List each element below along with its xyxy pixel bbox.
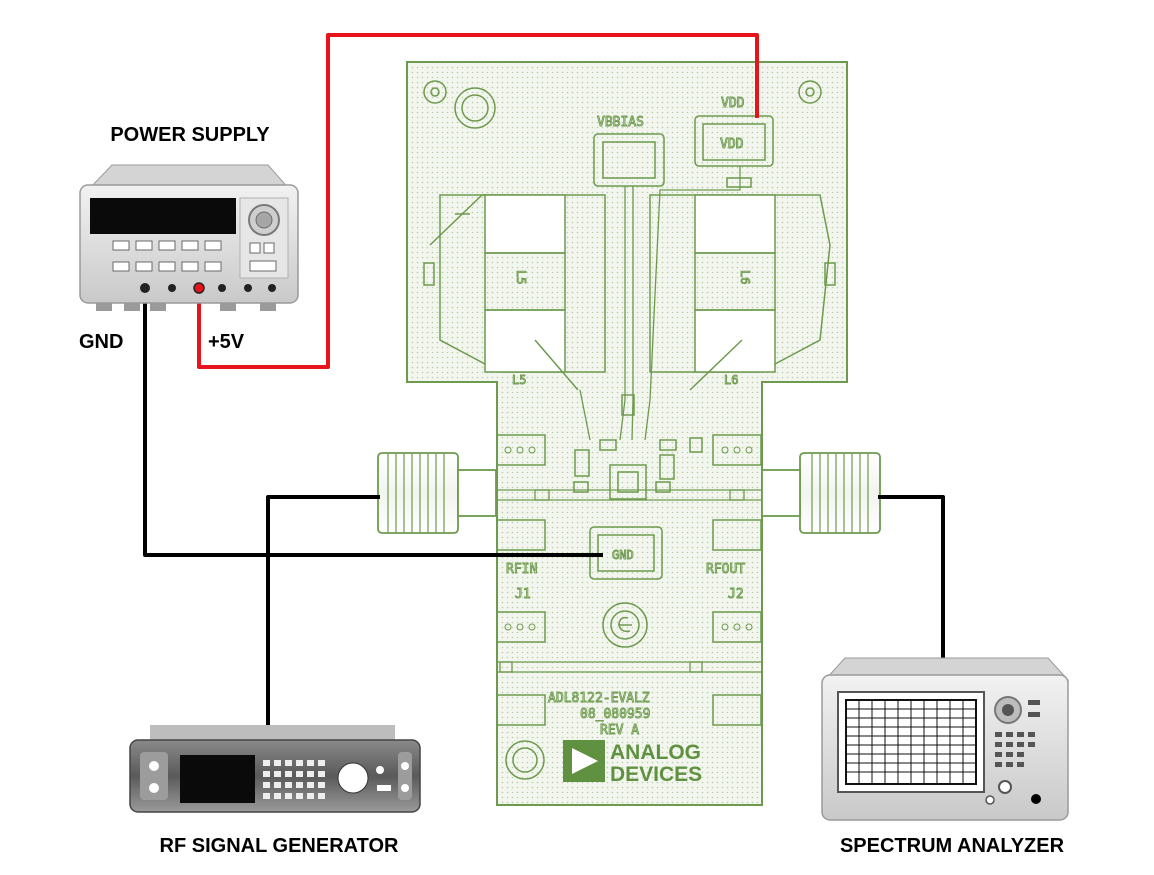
- inductor-l5: [423, 194, 606, 391]
- wire-supply-5v: [197, 33, 759, 369]
- gnd-pad-label: GND: [612, 548, 634, 562]
- vdd-top-label: VDD: [721, 96, 745, 111]
- spectrum-analyzer-label: SPECTRUM ANALYZER: [840, 835, 1065, 857]
- rf-signal-generator-label: RF SIGNAL GENERATOR: [160, 835, 399, 857]
- l5-label: L5: [512, 373, 526, 387]
- svg-text:DEVICES: DEVICES: [610, 763, 702, 786]
- generator-display: [180, 755, 255, 803]
- rf-signal-generator[interactable]: [129, 725, 421, 813]
- power-supply[interactable]: [79, 164, 299, 311]
- svg-text:ANALOG: ANALOG: [610, 741, 701, 764]
- sma-connector-rfout[interactable]: [761, 452, 881, 534]
- sma-connector-rfin[interactable]: [377, 452, 497, 534]
- amplifier-ic: [573, 394, 703, 500]
- wire-ground: [143, 288, 603, 557]
- spectrum-analyzer[interactable]: [821, 657, 1070, 821]
- vdd-pad: [694, 115, 774, 167]
- part-number: ADL8122-EVALZ: [548, 691, 650, 706]
- l5-pad-label: L5: [514, 270, 528, 284]
- rfout-label: RFOUT: [706, 562, 745, 577]
- esd-symbol: [602, 602, 648, 648]
- supply-keypad: [112, 240, 277, 272]
- l6-label: L6: [724, 373, 738, 387]
- wire-rf-input: [266, 495, 380, 740]
- lower-trace: [497, 661, 762, 673]
- j1-label: J1: [515, 587, 531, 602]
- generator-knob: [337, 762, 369, 794]
- vbbias-label: VBBIAS: [597, 115, 644, 130]
- vbbias-pad: [593, 133, 665, 187]
- rfin-label: RFIN: [506, 562, 537, 577]
- rf-trace: [497, 489, 762, 501]
- supply-knob: [248, 204, 280, 236]
- supply-terminal-gnd: [140, 283, 150, 293]
- vdd-pad-label: VDD: [720, 137, 744, 152]
- supply-display: [90, 198, 236, 234]
- sma-footprints: [496, 434, 762, 726]
- wire-rf-output: [878, 495, 945, 660]
- plus5v-label: +5V: [208, 331, 245, 353]
- mounting-hole-top-left: [423, 80, 496, 129]
- j2-label: J2: [728, 587, 744, 602]
- bias-traces: [579, 166, 741, 441]
- power-supply-label: POWER SUPPLY: [110, 124, 270, 146]
- analyzer-grid: [846, 700, 976, 784]
- part-revision: REV A: [600, 723, 639, 738]
- mounting-hole-top-right: [798, 80, 822, 104]
- gnd-label: GND: [79, 331, 123, 353]
- supply-terminal-positive: [193, 282, 205, 294]
- inductor-l6: [649, 177, 836, 391]
- part-id: 08_080959: [580, 707, 650, 722]
- evaluation-board: VBBIAS VDD VDD L5 L5: [406, 61, 848, 806]
- analyzer-keypad: [995, 700, 1040, 767]
- l6-pad-label: L6: [738, 270, 752, 284]
- footprint-pins: [504, 446, 753, 631]
- analog-devices-logo: ANALOG DEVICES: [563, 740, 702, 786]
- generator-keypad: [263, 760, 325, 799]
- mounting-hole-bottom-left: [505, 740, 545, 780]
